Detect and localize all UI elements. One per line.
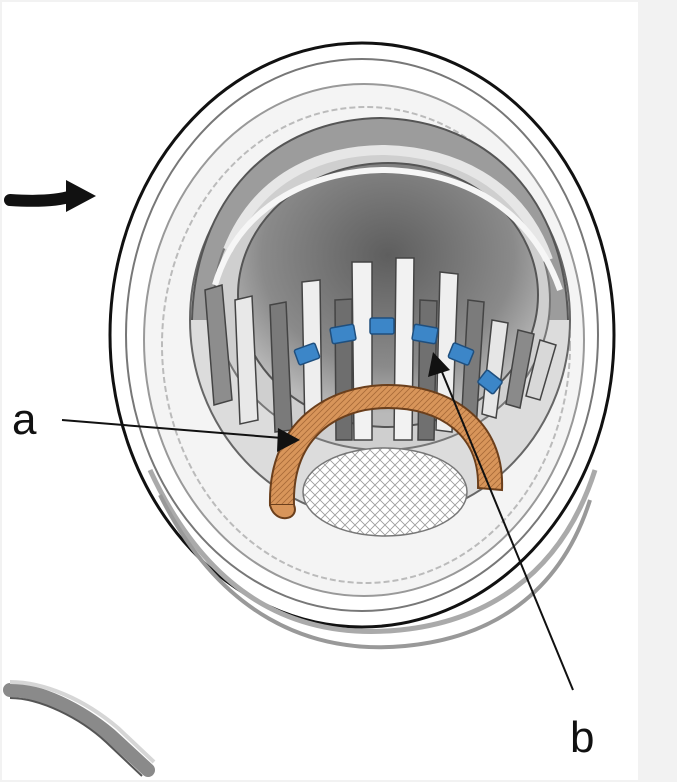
mesh-screen [302,447,468,537]
callout-label-b: b [570,713,595,762]
gasket-ring [268,383,504,520]
arrowhead-icon [428,352,450,377]
arrow-right-icon [4,180,96,212]
callout-line-a [61,419,300,452]
callout-label-a: a [12,395,37,444]
tube-edge [3,680,156,777]
arrowhead-icon [277,428,300,452]
blue-clips [293,317,503,395]
callout-line-b [428,352,574,691]
